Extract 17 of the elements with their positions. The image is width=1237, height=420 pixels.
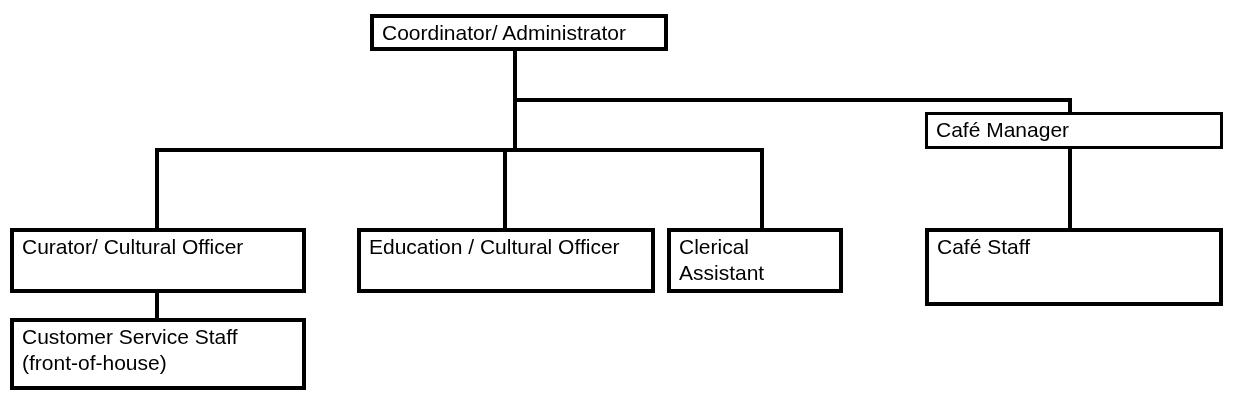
org-box bbox=[925, 112, 1223, 149]
role-title: Customer Service Staff (front-of-house) bbox=[22, 324, 239, 376]
connector-line bbox=[1068, 149, 1072, 228]
connector-line bbox=[155, 293, 159, 318]
org-box bbox=[10, 228, 306, 293]
role-title: Education / Cultural Officer bbox=[369, 234, 621, 260]
org-box bbox=[925, 228, 1223, 306]
role-title: Coordinator/ Administrator bbox=[382, 20, 627, 46]
role-title: Café Manager bbox=[936, 117, 1071, 143]
role-title: Clerical Assistant bbox=[679, 234, 766, 286]
org-box bbox=[667, 228, 843, 293]
org-box bbox=[10, 318, 306, 390]
role-title: Café Staff bbox=[937, 234, 1031, 260]
org-box bbox=[357, 228, 655, 293]
connector-line bbox=[513, 51, 764, 228]
role-title: Curator/ Cultural Officer bbox=[22, 234, 245, 260]
org-box bbox=[370, 14, 668, 51]
